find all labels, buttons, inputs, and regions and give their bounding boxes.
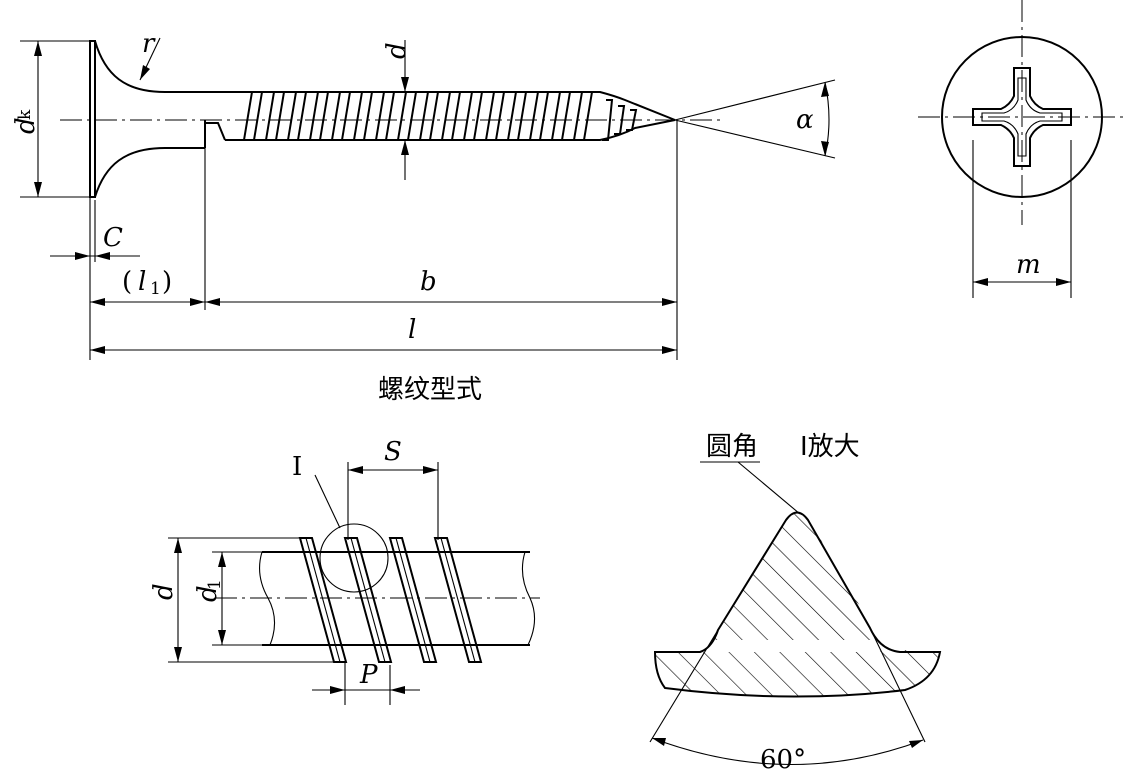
r-label: r [142,29,156,59]
thread-tip-crest [602,99,614,141]
phillips-recess-inner [981,77,1063,157]
helix-crest [343,537,393,663]
l1-sub-label: 1 [150,279,161,299]
phillips-recess-outer [972,67,1072,167]
dk-label: d [11,117,41,134]
thread-zone [205,91,676,141]
thread-profile-enlarged: 圆角 Ⅰ放大 60° [649,432,942,775]
p-label: P [359,660,378,690]
bugle-head-upper [94,40,245,93]
detail-marker-circle [319,523,389,593]
thread-crest [528,91,550,141]
alpha-label: α [796,105,814,135]
l1-label: l [138,267,146,297]
screw-end-view: m [918,0,1125,298]
d1-label: d [193,585,223,602]
screw-head-face [89,40,96,198]
d-label-detail: d [149,583,179,600]
thread-crest [418,91,440,141]
bugle-head-lower [94,147,205,198]
head-circle [941,36,1103,198]
profile-outline [653,511,942,698]
l1-open-paren: ( [122,267,132,297]
b-label: b [420,267,437,297]
angle-label: 60° [760,745,806,775]
thread-type-caption: 螺纹型式 [378,375,482,405]
thread-crest [572,91,594,141]
thread-crest [462,91,484,141]
d1-sub-label: 1 [205,579,225,590]
thread-crest [484,91,506,141]
thread-upper-envelope [245,91,676,121]
round-corner-label: 圆角 [706,432,758,462]
d-label-main: d [382,42,412,59]
thread-crest [440,91,462,141]
screw-side-view: d k r d α C ( l 1 [11,29,836,360]
thread-crest [308,91,330,141]
thread-detail-view: Ⅰ S d d 1 P [149,437,540,705]
detail-marker-label: Ⅰ [292,452,302,482]
thread-crest [286,91,308,141]
helix-crest [433,537,483,663]
l1-close-paren: ) [162,267,172,297]
l-label: l [408,315,416,345]
thread-crest [242,91,264,141]
thread-crests [242,91,638,141]
thread-crest [506,91,528,141]
thread-tip-crest [626,109,638,131]
helix-crest-center [440,537,476,663]
thread-helix [298,537,483,663]
enlarge-label: Ⅰ放大 [800,432,860,462]
c-label: C [103,223,123,253]
helix-crest [298,537,348,663]
helix-crest-center [395,537,431,663]
thread-crest [352,91,374,141]
thread-crest [396,91,418,141]
m-label: m [1016,250,1041,280]
helix-crest [388,537,438,663]
thread-tip-crest [614,105,626,135]
dk-sub-label: k [15,109,35,120]
thread-crest [264,91,286,141]
s-label: S [384,437,402,467]
thread-crest [374,91,396,141]
thread-crest [550,91,572,141]
thread-runout [205,122,226,141]
thread-crest [330,91,352,141]
helix-crest-center [350,537,386,663]
helix-crest-center [305,537,341,663]
